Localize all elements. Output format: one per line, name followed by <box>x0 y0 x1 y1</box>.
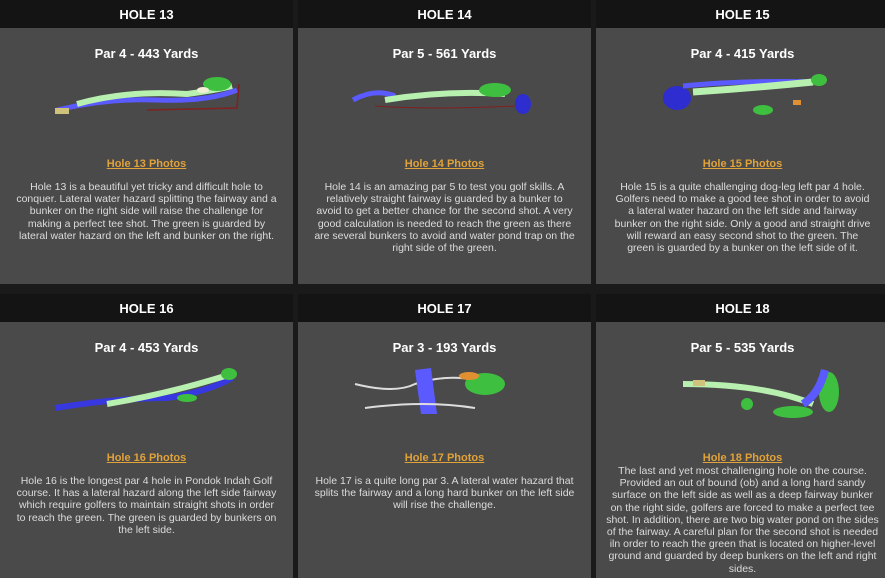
hole-photos-link[interactable]: Hole 15 Photos <box>702 158 783 170</box>
hole-description: Hole 16 is the longest par 4 hole in Pon… <box>16 475 277 536</box>
hole-photos-link[interactable]: Hole 14 Photos <box>404 158 485 170</box>
hole-par-yards: Par 5 - 535 Yards <box>690 340 795 355</box>
hole-15-map <box>662 74 827 115</box>
hole-13-card: HOLE 13 Par 4 - 443 Yards Hole 13 Photos… <box>0 0 293 284</box>
hole-15-card: HOLE 15 Par 4 - 415 Yards Hole 15 Photos… <box>596 0 885 284</box>
hole-photos-link[interactable]: Hole 17 Photos <box>404 452 485 464</box>
hole-par-yards: Par 4 - 443 Yards <box>94 46 199 61</box>
hole-16-map <box>54 368 237 411</box>
hole-title: HOLE 13 <box>0 0 293 28</box>
hole-photos-link[interactable]: Hole 13 Photos <box>106 158 187 170</box>
hole-par-yards: Par 5 - 561 Yards <box>392 46 497 61</box>
hole-16-card: HOLE 16 Par 4 - 453 Yards Hole 16 Photos… <box>0 294 293 578</box>
hole-description: Hole 17 is a quite long par 3. A lateral… <box>314 475 575 512</box>
hole-description: Hole 15 is a quite challenging dog-leg l… <box>614 181 871 255</box>
hole-17-card: HOLE 17 Par 3 - 193 Yards Hole 17 Photos… <box>298 294 591 578</box>
hole-photos-link[interactable]: Hole 18 Photos <box>702 452 783 464</box>
hole-title: HOLE 18 <box>596 294 885 322</box>
hole-13-map <box>54 77 240 114</box>
hole-18-map <box>682 368 839 418</box>
hole-title: HOLE 17 <box>298 294 591 322</box>
hole-photos-link[interactable]: Hole 16 Photos <box>106 452 187 464</box>
hole-title: HOLE 16 <box>0 294 293 322</box>
hole-par-yards: Par 3 - 193 Yards <box>392 340 497 355</box>
hole-description: The last and yet most challenging hole o… <box>606 465 879 575</box>
hole-description: Hole 14 is an amazing par 5 to test you … <box>314 181 575 255</box>
hole-par-yards: Par 4 - 415 Yards <box>690 46 795 61</box>
hole-17-map <box>354 368 505 414</box>
hole-14-map <box>351 83 531 114</box>
hole-title: HOLE 15 <box>596 0 885 28</box>
hole-description: Hole 13 is a beautiful yet tricky and di… <box>16 181 277 242</box>
hole-title: HOLE 14 <box>298 0 591 28</box>
hole-14-card: HOLE 14 Par 5 - 561 Yards Hole 14 Photos… <box>298 0 591 284</box>
hole-par-yards: Par 4 - 453 Yards <box>94 340 199 355</box>
hole-18-card: HOLE 18 Par 5 - 535 Yards Hole 18 Photos… <box>596 294 885 578</box>
